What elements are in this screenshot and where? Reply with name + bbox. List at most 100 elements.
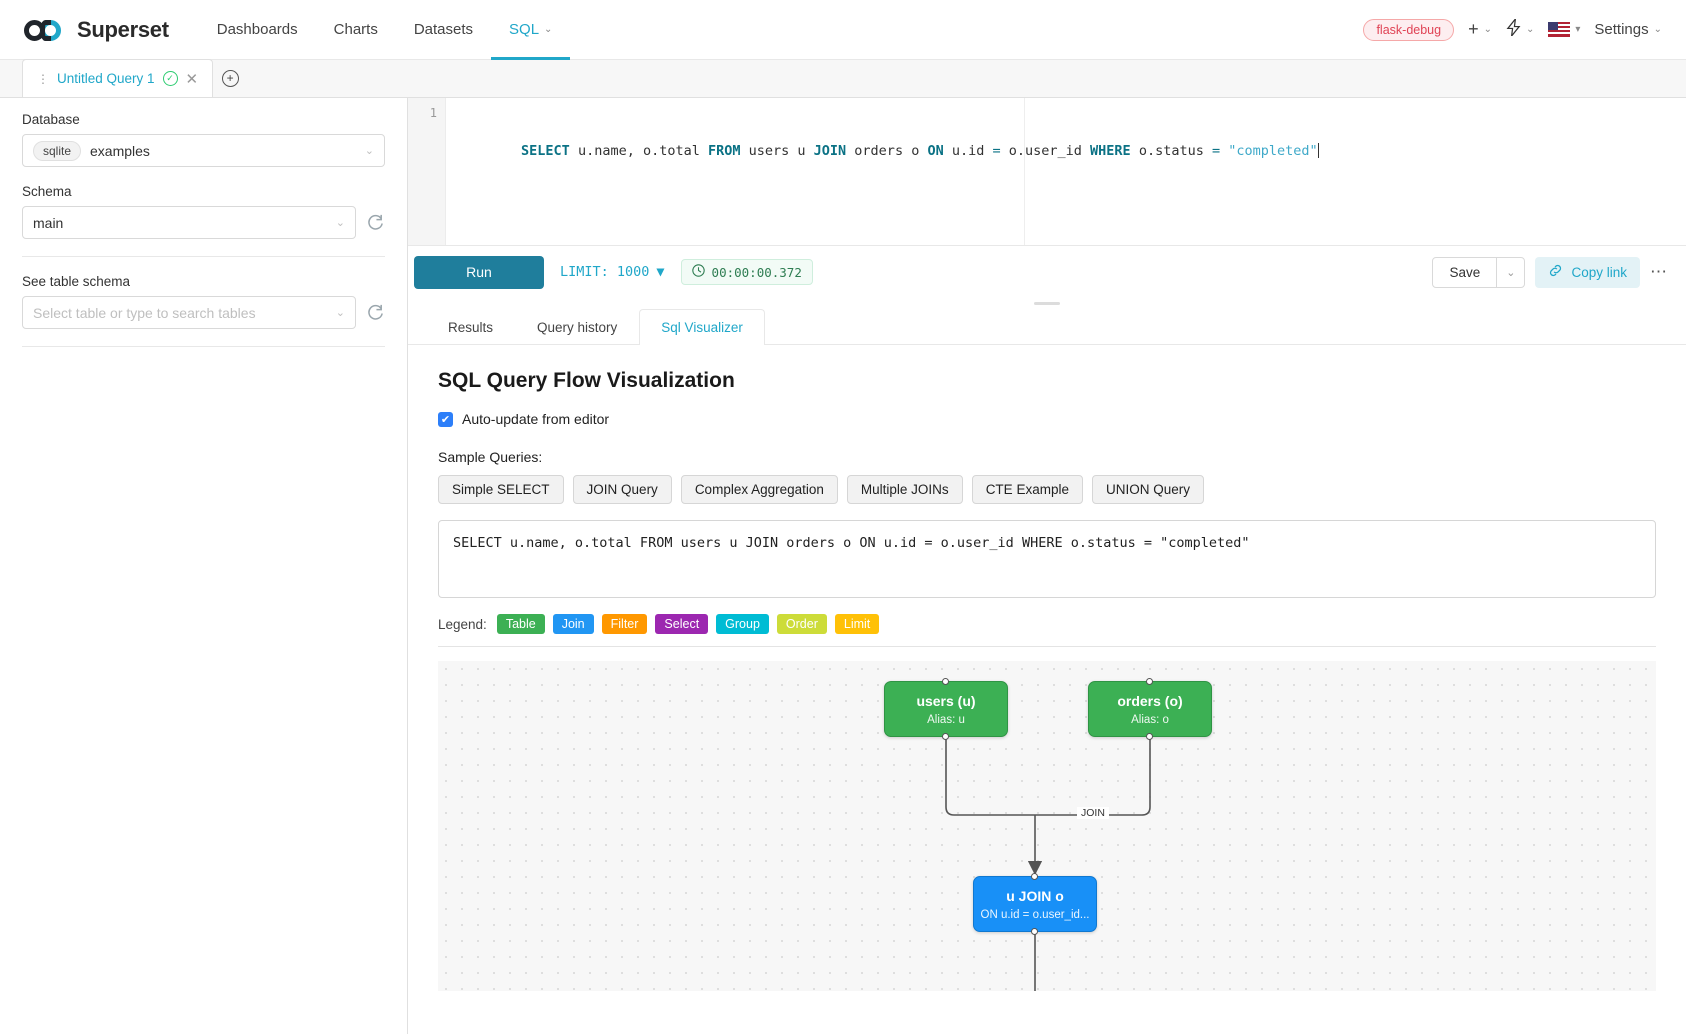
infinity-logo-icon xyxy=(24,17,68,43)
sql-token: SELECT xyxy=(521,143,570,159)
tab-results[interactable]: Results xyxy=(426,309,515,345)
editor-toolbar-right: Save ⌄ Copy link ⋯ xyxy=(1432,256,1668,288)
workspace: Database sqlite examples ⌄ Schema main ⌄… xyxy=(0,98,1686,1034)
graph-node-subtitle: Alias: u xyxy=(927,713,965,726)
chevron-down-icon: ⌄ xyxy=(335,217,345,229)
tab-sql-visualizer[interactable]: Sql Visualizer xyxy=(639,309,765,345)
sample-queries-buttons: Simple SELECT JOIN Query Complex Aggregati… xyxy=(438,475,1656,504)
legend-chip-group: Group xyxy=(716,614,769,634)
query-tab-bar: ⋮ Untitled Query 1 ✓ ✕ + xyxy=(0,59,1686,98)
database-select[interactable]: sqlite examples ⌄ xyxy=(22,134,385,167)
sql-token: WHERE xyxy=(1090,143,1131,159)
nav-sql[interactable]: SQL ⌄ xyxy=(491,0,570,60)
editor-gutter: 1 xyxy=(408,98,446,245)
save-dropdown-chevron-icon[interactable]: ⌄ xyxy=(1496,257,1524,287)
sql-token: u.name, o.total xyxy=(569,143,708,159)
sql-editor[interactable]: 1 SELECT u.name, o.total FROM users u JO… xyxy=(408,98,1686,246)
nav-datasets-label: Datasets xyxy=(413,20,474,38)
sql-token: = xyxy=(1211,143,1221,159)
query-tab-untitled-query-1[interactable]: ⋮ Untitled Query 1 ✓ ✕ xyxy=(22,59,214,97)
node-port-bottom[interactable] xyxy=(1031,928,1038,935)
editor-toolbar: Run LIMIT: 1000 ▼ 00:00:00.372 Save ⌄ xyxy=(408,246,1686,298)
node-port-top[interactable] xyxy=(1146,678,1153,685)
plus-circle-icon: + xyxy=(221,69,239,87)
brand-name: Superset xyxy=(77,16,169,42)
panel-divider-2 xyxy=(22,346,385,347)
schema-value: main xyxy=(33,214,64,231)
panel-resize-handle[interactable] xyxy=(408,298,1686,308)
settings-menu[interactable]: Settings ⌄ xyxy=(1594,21,1662,38)
query-input[interactable] xyxy=(438,520,1656,598)
node-port-top[interactable] xyxy=(942,678,949,685)
sample-query-button-simple-select[interactable]: Simple SELECT xyxy=(438,475,564,504)
sql-token: ON xyxy=(927,143,944,159)
nav-charts-label: Charts xyxy=(333,20,378,38)
query-timer-value: 00:00:00.372 xyxy=(711,264,802,280)
node-port-top[interactable] xyxy=(1031,873,1038,880)
tab-results-label: Results xyxy=(448,320,494,335)
query-flow-canvas[interactable]: users (u) Alias: u orders (o)Alias: o u JOI… xyxy=(438,661,1656,991)
sample-query-button-multiple-joins[interactable]: Multiple JOINs xyxy=(846,475,963,504)
language-menu[interactable]: ▾ xyxy=(1548,22,1580,37)
run-button[interactable]: Run xyxy=(414,255,544,289)
table-search-select[interactable]: Select table or type to search tables ⌄ xyxy=(22,296,356,329)
database-engine-pill: sqlite xyxy=(33,140,82,161)
graph-node-title: users (u) xyxy=(916,692,976,709)
tab-query-history[interactable]: Query history xyxy=(515,309,639,345)
save-button-group[interactable]: Save ⌄ xyxy=(1432,256,1526,288)
superset-logo[interactable]: Superset xyxy=(24,17,169,43)
flask-debug-badge: flask-debug xyxy=(1363,18,1455,41)
sample-query-button-join-query[interactable]: JOIN Query xyxy=(572,475,672,504)
schema-select[interactable]: main ⌄ xyxy=(22,206,356,239)
schema-label: Schema xyxy=(22,184,72,199)
sample-query-button-union-query[interactable]: UNION Query xyxy=(1091,475,1204,504)
editor-code[interactable]: SELECT u.name, o.total FROM users u JOIN… xyxy=(446,98,1686,245)
chevron-down-icon: ⌄ xyxy=(1525,24,1535,35)
sql-token: FROM xyxy=(707,143,741,159)
database-field-row: sqlite examples ⌄ xyxy=(22,134,385,167)
auto-update-checkbox[interactable]: ✔ xyxy=(438,411,453,427)
database-label: Database xyxy=(22,112,80,127)
nav-dashboards-label: Dashboards xyxy=(216,20,298,38)
refresh-schema-icon[interactable] xyxy=(366,213,385,232)
main-nav: Dashboards Charts Datasets SQL ⌄ xyxy=(199,0,571,60)
node-port-bottom[interactable] xyxy=(1146,733,1153,740)
sample-query-button-complex-aggregation[interactable]: Complex Aggregation xyxy=(680,475,838,504)
quick-actions-menu[interactable]: ⌄ xyxy=(1506,16,1535,41)
sql-token: JOIN xyxy=(813,143,847,159)
graph-edge-label: JOIN xyxy=(1077,807,1109,819)
left-panel: Database sqlite examples ⌄ Schema main ⌄… xyxy=(0,98,408,1034)
add-query-tab-button[interactable]: + xyxy=(213,59,247,97)
graph-node-title: orders (o) xyxy=(1117,692,1183,709)
auto-update-label: Auto-update from editor xyxy=(462,411,610,427)
node-port-bottom[interactable] xyxy=(942,733,949,740)
save-button[interactable]: Save xyxy=(1449,264,1481,280)
caret-down-icon: ▼ xyxy=(656,264,665,280)
bolt-icon xyxy=(1506,16,1521,41)
sql-token: orders o xyxy=(846,143,928,159)
graph-node-orders[interactable]: orders (o)Alias: o xyxy=(1088,678,1212,740)
more-options-icon[interactable]: ⋯ xyxy=(1650,262,1668,281)
graph-node-users[interactable]: users (u) Alias: u xyxy=(884,678,1008,740)
plus-icon: + xyxy=(1468,19,1479,39)
close-icon[interactable]: ✕ xyxy=(185,70,199,88)
graph-edge xyxy=(945,737,1035,816)
graph-node-title: u JOIN o xyxy=(1006,887,1064,904)
status-ok-icon: ✓ xyxy=(162,71,178,86)
copy-link-label: Copy link xyxy=(1571,264,1627,280)
new-menu[interactable]: + ⌄ xyxy=(1468,19,1492,40)
sql-token: o.status xyxy=(1130,143,1212,159)
refresh-tables-icon[interactable] xyxy=(366,303,385,322)
nav-datasets[interactable]: Datasets xyxy=(396,0,491,60)
drag-handle-icon[interactable]: ⋮ xyxy=(37,71,49,86)
sample-query-button-cte-example[interactable]: CTE Example xyxy=(971,475,1083,504)
limit-dropdown[interactable]: LIMIT: 1000 ▼ xyxy=(560,264,665,280)
right-panel: 1 SELECT u.name, o.total FROM users u JO… xyxy=(408,98,1686,1034)
legend-chip-order: Order xyxy=(776,614,827,634)
nav-charts[interactable]: Charts xyxy=(316,0,396,60)
nav-dashboards[interactable]: Dashboards xyxy=(199,0,316,60)
sql-token: o.user_id xyxy=(1000,143,1091,159)
copy-link-button[interactable]: Copy link xyxy=(1535,256,1640,288)
chevron-down-icon: ⌄ xyxy=(335,307,345,319)
